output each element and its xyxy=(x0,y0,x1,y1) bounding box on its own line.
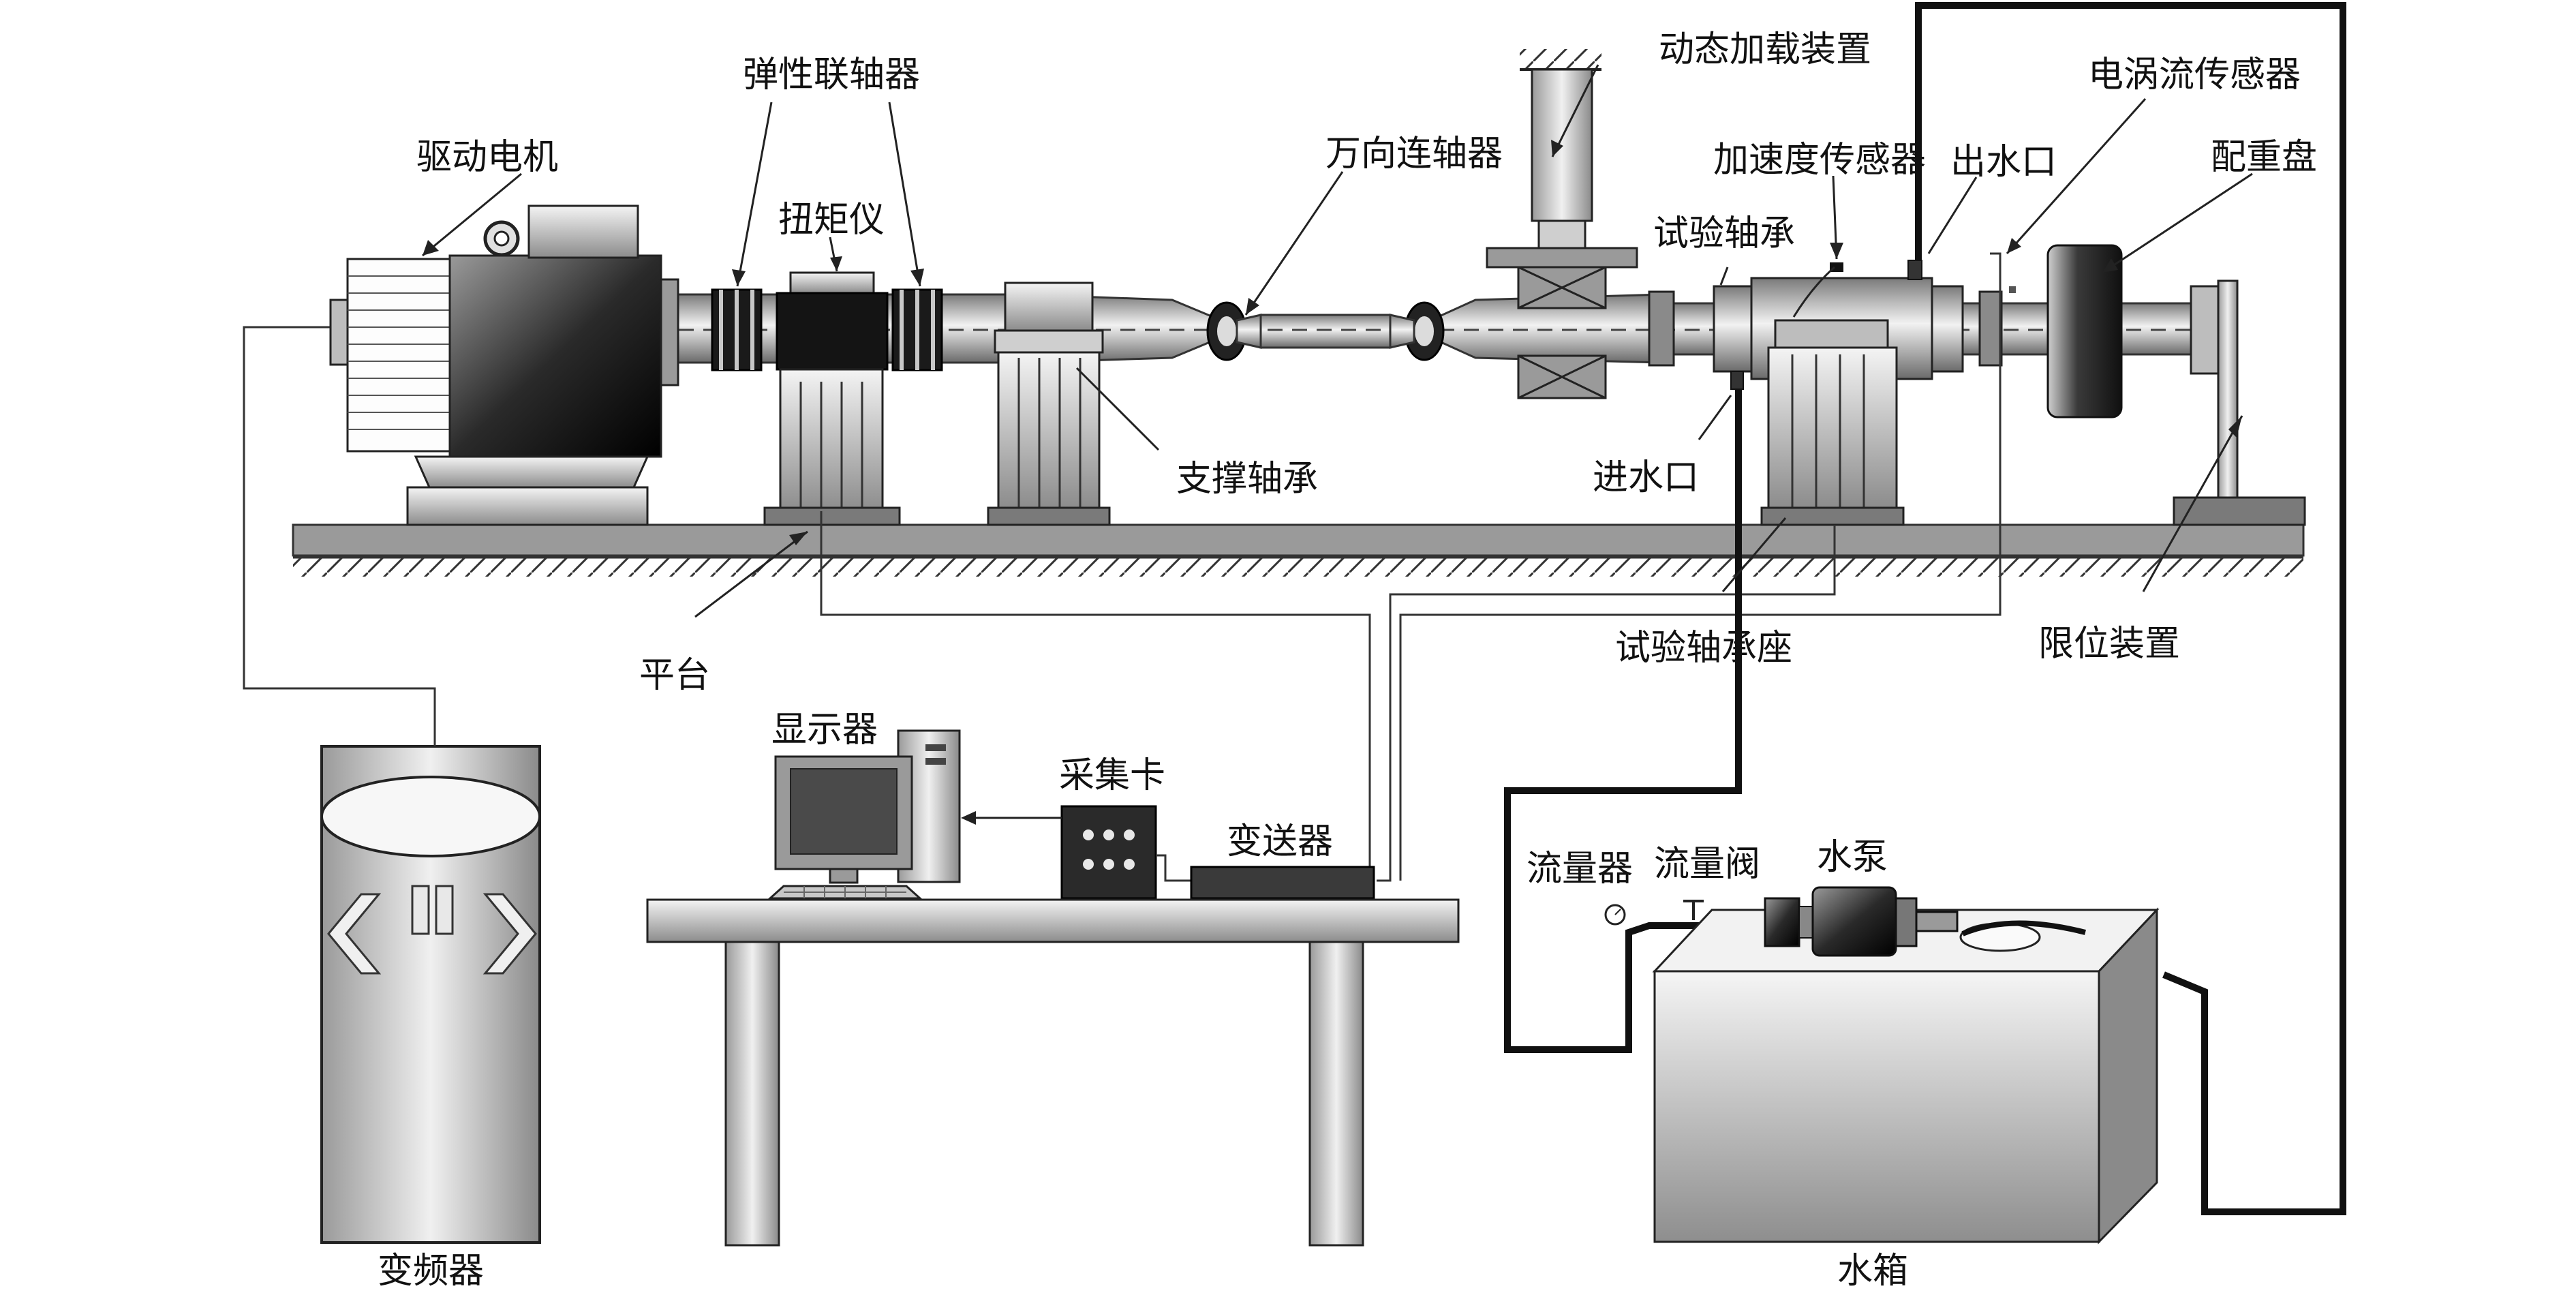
label-flow-valve: 流量阀 xyxy=(1654,844,1760,885)
elastic-coupling-right xyxy=(891,288,943,371)
text-labels: 驱动电机 弹性联轴器 扭矩仪 万向连轴器 动态加载装置 加速度传感器 试验轴承 … xyxy=(378,29,2317,1292)
universal-joint-right xyxy=(1389,301,1445,361)
test-bearing-seat xyxy=(1648,260,2016,526)
transmitter xyxy=(1190,866,1375,900)
water-tank xyxy=(1652,907,2160,1245)
limit-device xyxy=(2173,279,2306,526)
inverter xyxy=(320,745,541,1244)
label-support-bearing: 支撑轴承 xyxy=(1176,459,1318,500)
label-outlet: 出水口 xyxy=(1950,142,2057,183)
elastic-coupling-left xyxy=(711,288,763,371)
water-pump xyxy=(1764,886,1959,957)
label-limit-device: 限位装置 xyxy=(2038,624,2180,665)
counterweight-disc xyxy=(2046,244,2123,418)
monitor xyxy=(767,729,961,900)
transmitter-daq-wire xyxy=(1156,854,1191,882)
daq-to-monitor-arrow xyxy=(961,811,1062,825)
label-eddy-sensor: 电涡流传感器 xyxy=(2088,55,2301,95)
dynamic-loading-device xyxy=(1486,49,1638,399)
label-transmitter: 变送器 xyxy=(1227,821,1333,862)
label-daq-card: 采集卡 xyxy=(1059,755,1165,796)
label-inlet: 进水口 xyxy=(1593,457,1699,498)
label-monitor: 显示器 xyxy=(771,710,878,750)
label-accelerometer: 加速度传感器 xyxy=(1713,140,1926,181)
label-platform: 平台 xyxy=(639,655,710,696)
desk xyxy=(646,898,1460,1247)
label-dynamic-loading: 动态加载装置 xyxy=(1659,29,1871,70)
label-inverter: 变频器 xyxy=(378,1251,484,1292)
label-pump: 水泵 xyxy=(1817,837,1888,878)
label-elastic-coupling: 弹性联轴器 xyxy=(743,55,920,95)
universal-joint-left xyxy=(1206,301,1262,361)
daq-card xyxy=(1060,805,1157,900)
label-test-bearing: 试验轴承 xyxy=(1653,213,1795,254)
flow-valve xyxy=(1683,900,1704,920)
drive-motor xyxy=(329,204,679,526)
leader-arrowheads xyxy=(423,140,2242,545)
label-universal-coupling: 万向连轴器 xyxy=(1325,134,1503,174)
label-flowmeter: 流量器 xyxy=(1527,849,1633,889)
label-drive-motor: 驱动电机 xyxy=(416,137,558,178)
label-counterweight: 配重盘 xyxy=(2211,137,2317,178)
inverter-motor-wire xyxy=(243,326,436,746)
flowmeter xyxy=(1604,904,1626,926)
support-bearing xyxy=(987,281,1111,526)
water-loop xyxy=(1504,2,2346,1215)
label-bearing-seat: 试验轴承座 xyxy=(1615,628,1792,669)
label-torque-meter: 扭矩仪 xyxy=(778,200,885,241)
label-tank: 水箱 xyxy=(1837,1251,1908,1292)
leader-lines xyxy=(422,64,2253,618)
platform xyxy=(292,523,2305,577)
torque-meter xyxy=(763,271,901,526)
